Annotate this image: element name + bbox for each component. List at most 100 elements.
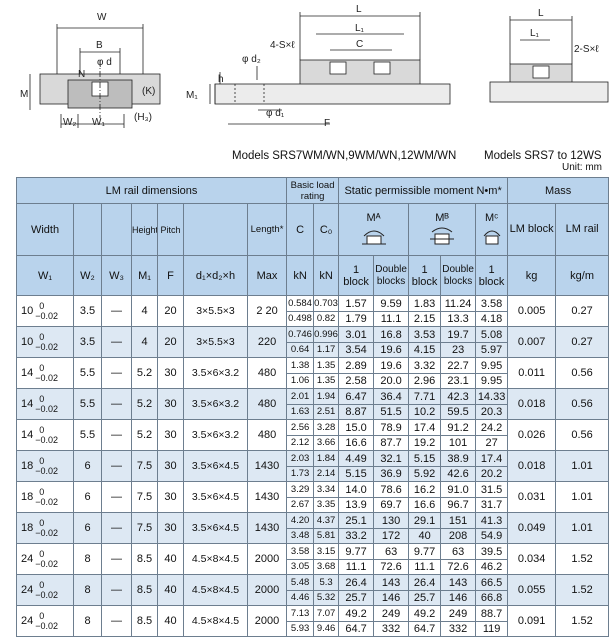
value-lower: 3.35 [316,498,336,510]
cell-block-mass: 0.031 [507,481,557,513]
value-lower: 2.14 [316,467,336,479]
cell-f: 20 [157,326,184,358]
value-upper: 16.8 [374,328,408,343]
value-upper: 9.77 [409,545,440,560]
value-lower: 101 [448,436,468,449]
header-MC: Mᶜ [485,211,499,224]
value-upper: 1.38 [287,359,313,374]
value-lower: 42.6 [447,467,469,480]
cell-length: 1430 [246,450,288,482]
value-upper: 249 [441,607,475,622]
cell-length: 2 20 [246,295,288,327]
cell-f: 40 [157,543,184,575]
value-upper: 36.4 [374,390,408,405]
value-upper: 4.37 [314,514,338,529]
value-lower: 10.2 [413,405,436,418]
value-upper: 14.0 [339,483,373,498]
header-MB-1block: 1 block [408,255,442,296]
value-lower: 33.2 [345,529,367,542]
header-length: Length* [246,203,288,256]
header-MC-1block: 1 block [475,255,509,296]
value-lower: 0.64 [290,343,310,355]
cell-length: 2000 [246,574,288,606]
value-lower: 25.7 [345,591,367,604]
cell-w3: — [101,388,132,420]
value-upper: 0.746 [287,328,313,343]
cell-block-mass: 0.049 [507,512,557,544]
cell-m1: 5.2 [131,419,158,451]
value-lower: 208 [448,529,468,542]
value-upper: 1.57 [339,297,373,312]
value-upper: 0.703 [314,297,338,312]
value-lower: 46.2 [480,560,503,573]
value-upper: 31.5 [476,483,507,498]
tolerance-lower: −0.02 [35,342,59,352]
value-lower: 16.6 [413,498,436,511]
value-upper: 4.49 [339,452,373,467]
tolerance-lower: −0.02 [35,497,59,507]
value-upper: 3.29 [287,483,313,498]
header-blank-w3 [101,203,132,256]
value-lower: 8.87 [345,405,367,418]
value-upper: 2.56 [287,421,313,436]
value-upper: 3.28 [314,421,338,436]
width-tolerance: 0−0.02 [35,611,58,631]
value-upper: 17.4 [409,421,440,436]
value-lower: 72.6 [447,560,469,573]
value-upper: 42.3 [441,390,475,405]
cell-w2: 8 [73,605,102,637]
cell-dims: 3.5×6×4.5 [183,481,248,513]
header-lm-rail: LM rail [555,203,610,256]
cell-block-mass: 0.005 [507,295,557,327]
cell-m1: 8.5 [131,605,158,637]
value-upper: 9.59 [374,297,408,312]
label-phi-d: φ d [97,57,112,68]
value-lower: 5.92 [413,467,436,480]
value-upper: 130 [374,514,408,529]
technical-drawings: W B φ d N M (K) (H₃) W₂ W₁ L L₁ C 4-S×ℓ … [20,4,609,129]
label-phi-d2: φ d₂ [242,54,261,65]
value-lower: 20.3 [480,405,503,418]
cell-f: 30 [157,419,184,451]
cell-rail-mass: 1.01 [555,512,610,544]
header-kgm: kg/m [555,255,610,296]
value-lower: 5.32 [316,591,336,603]
value-upper: 4.20 [287,514,313,529]
value-lower: 40 [418,529,431,542]
value-lower: 23.1 [447,374,469,387]
cell-f: 30 [157,388,184,420]
value-lower: 19.2 [413,436,436,449]
cell-dims: 3.5×6×3.2 [183,357,248,389]
value-upper: 143 [441,576,475,591]
label-W2: W₂ [63,117,76,128]
unit-label: Unit: mm [562,162,602,173]
cell-w3: — [101,357,132,389]
header-kg: kg [507,255,557,296]
value-lower: 3.48 [290,529,310,541]
cell-block-mass: 0.091 [507,605,557,637]
pitch-moment-icon [361,230,386,244]
cell-m1: 8.5 [131,574,158,606]
width-tolerance: 0−0.02 [35,425,58,445]
